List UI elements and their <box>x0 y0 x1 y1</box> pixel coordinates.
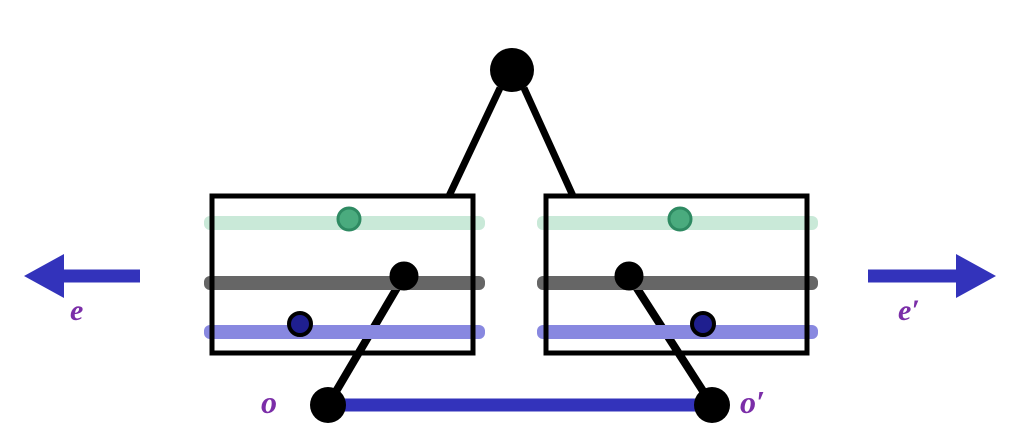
right-frame-group <box>537 193 818 356</box>
left-frame-gray-band <box>204 276 485 290</box>
right-frame-green-dot <box>667 206 693 232</box>
edge-left-box-to-origin <box>324 273 408 408</box>
left-frame-group <box>204 193 485 356</box>
left-frame-green-dot <box>336 206 362 232</box>
right-origin-label: o′ <box>740 384 765 420</box>
left-frame-border <box>209 193 476 356</box>
right-frame-periwinkle-band <box>537 325 818 339</box>
edge-right-box-to-origin <box>625 273 716 408</box>
left-origin-label: o <box>261 384 277 420</box>
left-frame-navy-dot <box>287 311 313 337</box>
top-event-node <box>490 48 534 92</box>
right-frame-black-dot <box>614 261 644 291</box>
left-frame-periwinkle-band <box>204 325 485 339</box>
left-origin-node <box>310 387 346 423</box>
right-arrow-label: e′ <box>898 294 920 327</box>
right-frame-navy-dot <box>690 311 716 337</box>
edge-group <box>324 86 716 408</box>
right-frame-gray-band <box>537 276 818 290</box>
left-frame-black-dot <box>389 261 419 291</box>
left-direction-arrow <box>24 254 140 298</box>
edge-top-to-left-box <box>445 86 504 198</box>
edge-top-to-right-box <box>520 86 577 198</box>
right-direction-arrow <box>868 254 996 298</box>
right-frame-border <box>543 193 810 356</box>
left-arrow-label: e <box>70 294 84 327</box>
right-origin-node <box>694 387 730 423</box>
